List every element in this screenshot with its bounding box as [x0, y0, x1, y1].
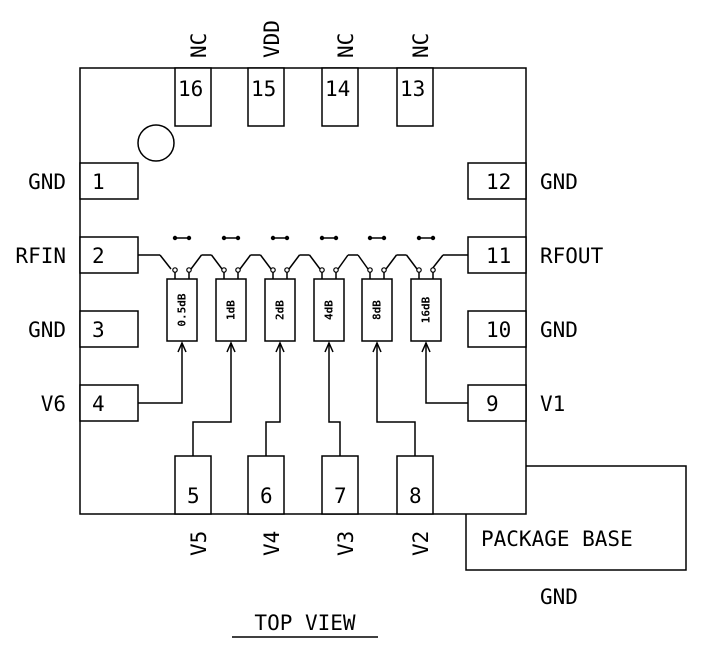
- switch-connector-3: [288, 254, 321, 270]
- attenuator-8db: 8dB: [361, 278, 393, 342]
- pin-4: 4 V6: [41, 384, 139, 422]
- pin-16-number: 16: [178, 77, 203, 101]
- switch-connector-1: [190, 254, 223, 270]
- pin-3-name: GND: [28, 318, 66, 342]
- package-base: PACKAGE BASE GND: [465, 465, 687, 609]
- pin-2-name: RFIN: [15, 244, 66, 268]
- pin-10-name: GND: [540, 318, 578, 342]
- attenuator-4db: 4dB: [313, 278, 345, 342]
- pin-6: 6 V4: [247, 455, 285, 556]
- pin-8: 8 V2: [396, 455, 434, 556]
- switch-1: [172, 235, 192, 279]
- pin-12-number: 12: [486, 170, 511, 194]
- pin-2: 2 RFIN: [15, 236, 139, 274]
- switch-5: [367, 235, 387, 279]
- pin-14: 14 NC: [321, 33, 359, 127]
- attenuator-16db: 16dB: [410, 278, 442, 342]
- pin-14-name: NC: [334, 33, 358, 58]
- pin-9-number: 9: [486, 392, 499, 416]
- pin-4-name: V6: [41, 392, 66, 416]
- pin-9-name: V1: [540, 392, 565, 416]
- pin-7-name: V3: [334, 531, 358, 556]
- pin-11-number: 11: [486, 244, 511, 268]
- pin-13-number: 13: [400, 77, 425, 101]
- attenuator-0-5db: 0.5dB: [166, 278, 198, 342]
- pin-9: 9 V1: [467, 384, 565, 422]
- pin-6-number: 6: [260, 484, 273, 508]
- pin-3: 3 GND: [28, 310, 139, 348]
- pin-12-name: GND: [540, 170, 578, 194]
- pin-12: 12 GND: [467, 162, 578, 200]
- pin-16-name: NC: [187, 33, 211, 58]
- switch-2: [221, 235, 241, 279]
- pin-5-name: V5: [187, 531, 211, 556]
- rf-switch-chain: [138, 254, 468, 270]
- pin-1-name: GND: [28, 170, 66, 194]
- package-body: [79, 67, 527, 515]
- pin-11-name: RFOUT: [540, 244, 604, 268]
- pin-5-number: 5: [187, 484, 200, 508]
- pin-15: 15 VDD: [247, 20, 285, 127]
- pin-10-number: 10: [486, 318, 511, 342]
- pin-16: 16 NC: [174, 33, 212, 127]
- attenuator-16db-label: 16dB: [420, 296, 433, 323]
- pin-8-number: 8: [409, 484, 422, 508]
- switch-connector-4: [337, 254, 369, 270]
- attenuator-switches: [172, 235, 436, 279]
- attenuator-0-5db-label: 0.5dB: [176, 293, 189, 326]
- pin1-indicator: [137, 124, 175, 162]
- switch-connector-5: [385, 254, 418, 270]
- attenuator-1db-label: 1dB: [225, 300, 238, 320]
- attenuator-8db-label: 8dB: [371, 300, 384, 320]
- pin-6-name: V4: [260, 531, 284, 556]
- pin-7-number: 7: [334, 484, 347, 508]
- pin-4-number: 4: [92, 392, 105, 416]
- switch-6: [416, 235, 436, 279]
- attenuator-1db: 1dB: [215, 278, 247, 342]
- attenuator-2db: 2dB: [264, 278, 296, 342]
- package-base-ground: GND: [540, 585, 578, 609]
- pin-8-name: V2: [409, 531, 433, 556]
- pin-2-number: 2: [92, 244, 105, 268]
- attenuator-2db-label: 2dB: [274, 300, 287, 320]
- view-title: TOP VIEW: [254, 611, 356, 635]
- pin-5: 5 V5: [174, 455, 212, 556]
- pin-10: 10 GND: [467, 310, 578, 348]
- switch-connector-2: [239, 254, 272, 270]
- package-base-label: PACKAGE BASE: [481, 527, 633, 551]
- switch-4: [319, 235, 339, 279]
- pin-3-number: 3: [92, 318, 105, 342]
- attenuator-4db-label: 4dB: [323, 300, 336, 320]
- control-lines: [138, 341, 468, 456]
- switch-3: [270, 235, 290, 279]
- pin-15-name: VDD: [260, 20, 284, 58]
- pin-11: 11 RFOUT: [467, 236, 604, 274]
- pin-1: 1 GND: [28, 162, 139, 200]
- pin-14-number: 14: [325, 77, 350, 101]
- pin-15-number: 15: [251, 77, 276, 101]
- pin-1-number: 1: [92, 170, 105, 194]
- pin-13: 13 NC: [396, 33, 434, 127]
- pin-13-name: NC: [409, 33, 433, 58]
- pin-7: 7 V3: [321, 455, 359, 556]
